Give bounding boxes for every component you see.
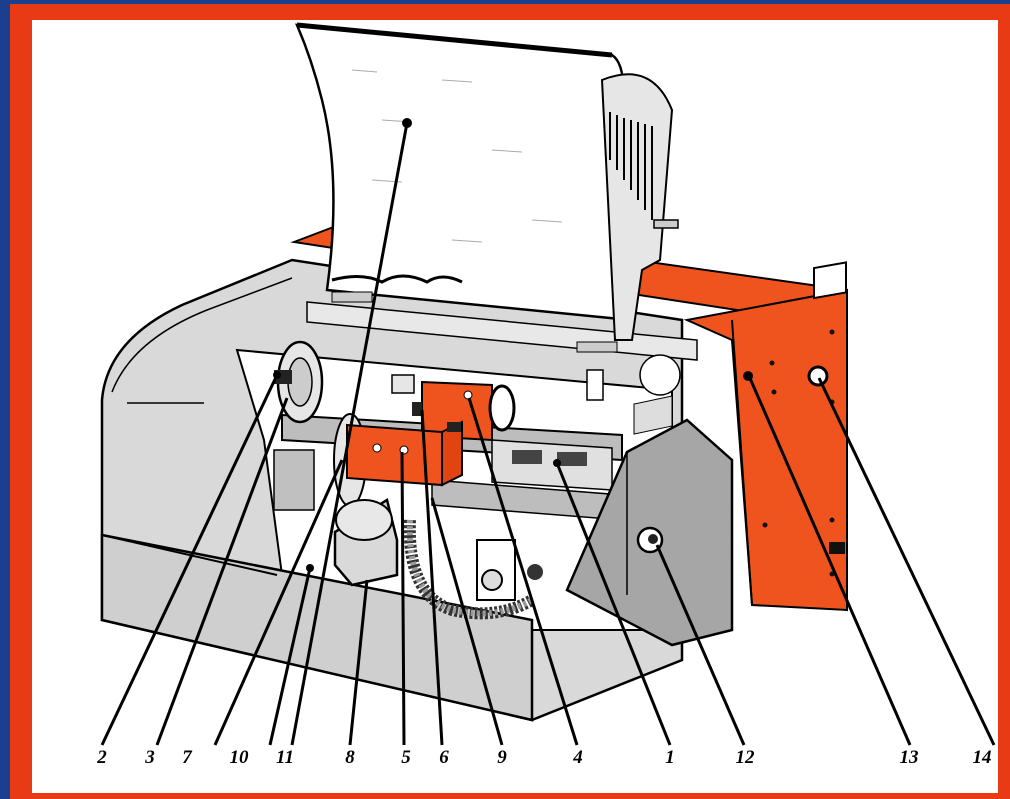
callout-14: 14 xyxy=(972,747,992,768)
callout-10: 10 xyxy=(229,747,249,768)
leader-4 xyxy=(467,397,579,746)
leader-lines xyxy=(100,122,996,746)
callout-4: 4 xyxy=(573,747,583,768)
callout-8: 8 xyxy=(345,747,355,768)
leader-9 xyxy=(430,497,504,746)
diagram-canvas: 2 3 7 10 11 8 5 6 9 4 1 12 13 14 xyxy=(32,20,998,793)
lathe-diagram xyxy=(100,22,996,746)
leader-3 xyxy=(155,397,289,746)
leader-7 xyxy=(213,459,344,746)
leader-5 xyxy=(400,451,406,746)
callout-13: 13 xyxy=(899,747,919,768)
leader-12 xyxy=(655,544,746,746)
callout-12: 12 xyxy=(735,747,755,768)
spindle-chuck xyxy=(274,340,367,507)
callout-6: 6 xyxy=(439,747,449,768)
leader-1 xyxy=(555,462,672,746)
orange-frame: 2 3 7 10 11 8 5 6 9 4 1 12 13 14 xyxy=(10,4,1010,799)
leader-10 xyxy=(268,567,312,746)
protective-shield xyxy=(295,22,679,353)
leader-2 xyxy=(100,374,279,746)
main-switch-knob xyxy=(807,365,829,387)
leader-14 xyxy=(817,377,996,746)
callout-7: 7 xyxy=(182,747,192,768)
leader-13 xyxy=(747,375,912,746)
callout-2: 2 xyxy=(97,747,107,768)
cabinet-label-plate xyxy=(813,261,847,300)
leader-6 xyxy=(420,409,444,746)
leader-11 xyxy=(290,122,409,746)
callout-1: 1 xyxy=(665,747,675,768)
callout-11: 11 xyxy=(276,747,294,768)
callout-3: 3 xyxy=(145,747,155,768)
callout-9: 9 xyxy=(497,747,507,768)
drive-motor xyxy=(273,449,543,620)
callout-5: 5 xyxy=(401,747,411,768)
electrical-cabinet xyxy=(290,218,848,612)
handwheel xyxy=(488,384,516,432)
leader-8 xyxy=(348,579,369,746)
carriage xyxy=(346,374,516,487)
